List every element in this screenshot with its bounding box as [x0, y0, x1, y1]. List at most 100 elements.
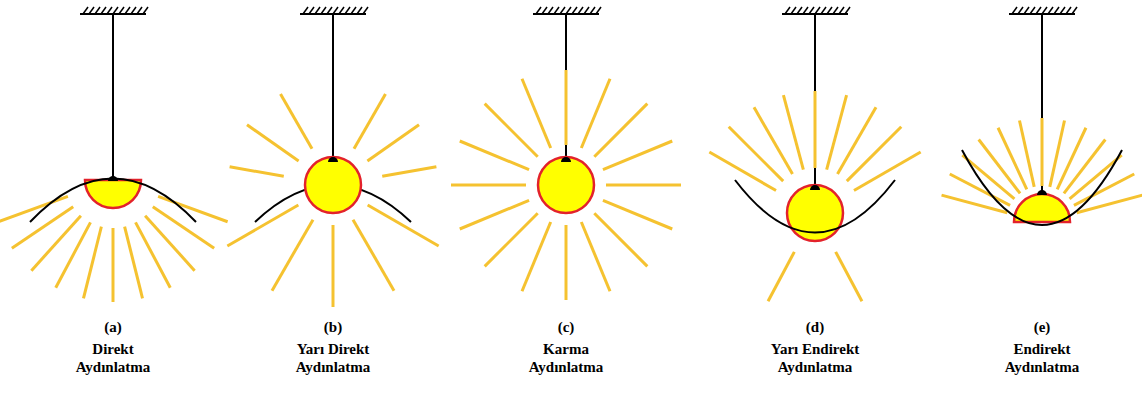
ceiling-hatch — [95, 7, 100, 14]
ceiling-hatch — [821, 7, 826, 14]
figure-letter: (d) — [759, 318, 871, 336]
ceiling-hatch — [1024, 7, 1029, 14]
ceiling-hatch — [363, 7, 368, 14]
light-ray — [125, 227, 143, 299]
ceiling-hatch — [1012, 7, 1017, 14]
ceiling-hatch — [1030, 7, 1035, 14]
light-ray — [1050, 120, 1065, 186]
lamp-cord — [1041, 14, 1043, 192]
lamp-figure — [0, 7, 228, 302]
ceiling-hatch — [351, 7, 356, 14]
light-ray — [227, 205, 298, 246]
ceiling-hatch — [833, 7, 838, 14]
ceiling-hatch — [578, 7, 583, 14]
light-ray — [594, 104, 647, 157]
ceiling-hatch — [1018, 7, 1023, 14]
light-ray — [606, 184, 681, 187]
light-ray — [485, 104, 538, 157]
figure-letter: (c) — [510, 318, 622, 336]
ceiling-hatch — [333, 7, 338, 14]
light-ray — [367, 125, 419, 161]
ceiling-hatch — [815, 7, 820, 14]
ceiling-hatch — [809, 7, 814, 14]
ceiling-hatch — [309, 7, 314, 14]
ceiling-hatch — [345, 7, 350, 14]
ceiling-hatch — [89, 7, 94, 14]
ceiling-hatch — [321, 7, 326, 14]
ceiling-hatch — [119, 7, 124, 14]
light-ray — [368, 205, 439, 246]
light-ray — [112, 228, 115, 302]
figure-letter: (e) — [986, 318, 1098, 336]
light-ray — [854, 152, 921, 191]
light-ray — [581, 79, 610, 148]
lamp-figure — [227, 7, 438, 307]
lamp-socket — [108, 176, 118, 181]
ceiling-hatch — [1048, 7, 1053, 14]
light-ray — [603, 141, 672, 170]
ceiling-hatch — [315, 7, 320, 14]
figure-caption: Direkt Aydınlatma — [57, 340, 169, 376]
light-ray — [814, 91, 817, 168]
light-ray — [230, 167, 284, 177]
ceiling-hatch — [1066, 7, 1071, 14]
light-ray — [56, 222, 91, 287]
light-ray — [136, 222, 171, 287]
lamp-bulb — [1014, 194, 1070, 222]
figure-caption: Endirekt Aydınlatma — [986, 340, 1098, 376]
ceiling-hatch — [797, 7, 802, 14]
light-ray — [145, 216, 195, 271]
light-ray — [247, 125, 299, 161]
light-ray — [353, 220, 394, 291]
figure-caption: Karma Aydınlatma — [510, 340, 622, 376]
ceiling-hatch — [1054, 7, 1059, 14]
light-ray — [847, 127, 901, 181]
ceiling-hatch — [137, 7, 142, 14]
ceiling-hatch — [548, 7, 553, 14]
light-ray — [783, 95, 803, 169]
ceiling-hatch — [827, 7, 832, 14]
lamp-figure — [709, 7, 920, 301]
ceiling-hatch — [572, 7, 577, 14]
light-ray — [709, 152, 776, 191]
ceiling-hatch — [1072, 7, 1077, 14]
light-ray — [451, 184, 526, 187]
ceiling-hatch — [791, 7, 796, 14]
ceiling-hatch — [839, 7, 844, 14]
lamp-cord — [332, 14, 334, 159]
lamp-cord — [814, 14, 816, 187]
lamp-bulb — [85, 180, 141, 208]
light-ray — [460, 200, 529, 229]
light-ray — [565, 70, 568, 145]
light-ray — [836, 252, 862, 301]
light-ray — [768, 252, 794, 301]
ceiling-hatch — [554, 7, 559, 14]
light-ray — [998, 128, 1027, 190]
ceiling-hatch — [143, 7, 148, 14]
ceiling-hatch — [536, 7, 541, 14]
lamp-figure — [451, 7, 681, 300]
light-ray — [382, 167, 436, 177]
light-ray — [522, 222, 551, 291]
ceiling-hatch — [303, 7, 308, 14]
figure-letter: (b) — [277, 318, 389, 336]
light-ray — [281, 94, 313, 149]
reflector-shade — [30, 179, 196, 223]
ceiling-hatch — [542, 7, 547, 14]
light-ray — [603, 200, 672, 229]
light-ray — [729, 127, 783, 181]
ceiling-hatch — [107, 7, 112, 14]
lamp-cord — [565, 14, 567, 159]
light-ray — [838, 107, 877, 174]
lamp-socket — [1037, 190, 1047, 195]
figure-caption: Yarı Direkt Aydınlatma — [277, 340, 389, 376]
light-ray — [332, 225, 335, 307]
ceiling-hatch — [785, 7, 790, 14]
lamp-bulb — [305, 157, 361, 213]
ceiling-hatch — [803, 7, 808, 14]
light-ray — [827, 95, 847, 169]
ceiling-hatch — [339, 7, 344, 14]
lamp-figure — [942, 7, 1142, 225]
figure-caption: Yarı Endirekt Aydınlatma — [759, 340, 871, 376]
